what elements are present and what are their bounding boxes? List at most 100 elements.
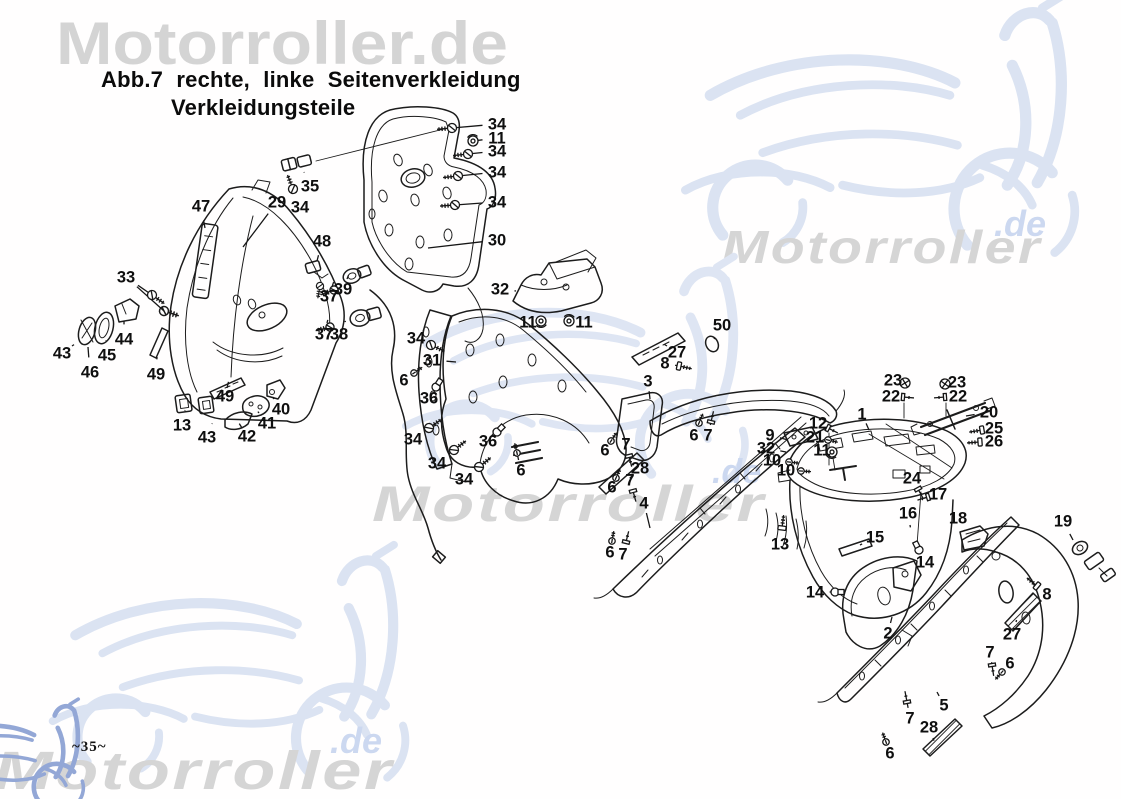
callout-label: 25 bbox=[985, 420, 1003, 438]
callout-label: 49 bbox=[147, 366, 165, 384]
callout-leader bbox=[446, 360, 457, 363]
part-plate-9 bbox=[783, 426, 819, 447]
callout-label: 23 bbox=[948, 374, 966, 392]
callout-label: 34 bbox=[291, 199, 310, 217]
callout-label: 27 bbox=[668, 344, 686, 362]
callout-label: 13 bbox=[173, 417, 191, 435]
callout-label: 27 bbox=[1003, 626, 1021, 644]
callout-leader bbox=[326, 319, 329, 324]
fastener-screw-icon bbox=[472, 453, 495, 474]
callout-label: 36 bbox=[479, 433, 497, 451]
callout-label: 6 bbox=[516, 462, 525, 480]
callout-label: 40 bbox=[272, 401, 290, 419]
part-48 bbox=[304, 260, 329, 300]
callout-label: 43 bbox=[53, 345, 71, 363]
callout-label: 17 bbox=[929, 486, 947, 504]
fastener-pin-icon bbox=[987, 662, 998, 678]
callout-leader bbox=[238, 423, 243, 429]
fastener-pin-icon bbox=[933, 392, 948, 402]
fastener-nut-icon bbox=[466, 133, 480, 148]
callout-label: 36 bbox=[420, 390, 438, 408]
callout-label: 34 bbox=[404, 431, 423, 449]
callout-label: 32 bbox=[491, 281, 509, 299]
part-lock-19 bbox=[1071, 540, 1116, 583]
fastener-screw-icon bbox=[447, 436, 470, 457]
callout-label: 16 bbox=[899, 505, 917, 523]
callout-leader bbox=[346, 275, 350, 280]
part-sill-4 bbox=[593, 416, 807, 599]
callout-label: 6 bbox=[399, 372, 408, 390]
callout-label: 1 bbox=[857, 406, 866, 424]
callout-leader bbox=[242, 213, 269, 248]
callout-label: 6 bbox=[885, 745, 894, 763]
callout-label: 46 bbox=[81, 364, 99, 382]
part-left-hardware bbox=[77, 298, 286, 431]
callout-leader bbox=[936, 691, 940, 697]
watermark-text-center: Motorroller bbox=[372, 476, 767, 532]
fastener-pin-icon bbox=[900, 392, 915, 403]
part-molding-3 bbox=[615, 389, 845, 462]
callout-label: 20 bbox=[980, 404, 998, 422]
callout-label: 34 bbox=[488, 143, 507, 161]
callout-label: 6 bbox=[1005, 655, 1014, 673]
callout-leader bbox=[344, 320, 347, 323]
callout-leader bbox=[779, 437, 789, 441]
callout-label: 21 bbox=[806, 429, 824, 447]
callout-leader bbox=[226, 381, 230, 389]
callout-leader bbox=[71, 344, 75, 347]
part-sticker-27-bottom bbox=[1004, 592, 1042, 632]
callout-label: 11 bbox=[519, 314, 536, 332]
callout-label: 11 bbox=[813, 442, 830, 460]
fastener-pin-icon bbox=[621, 529, 633, 545]
callout-label: 47 bbox=[192, 198, 210, 216]
part-bracket-32 bbox=[512, 249, 603, 314]
part-carrier-20 bbox=[903, 397, 996, 437]
callout-label: 6 bbox=[607, 479, 616, 497]
callout-label: 26 bbox=[985, 433, 1003, 451]
part-bracket-16 bbox=[892, 491, 922, 592]
fastener-clip-icon bbox=[796, 466, 812, 476]
fastener-pin-icon bbox=[628, 487, 640, 504]
callout-label: 22 bbox=[882, 388, 900, 406]
page-number: ~35~ bbox=[72, 739, 107, 755]
fastener-bolt-icon bbox=[966, 437, 983, 448]
callout-label: 35 bbox=[301, 178, 319, 196]
watermark-tld-topright: .de bbox=[994, 203, 1046, 244]
part-side-cover-2 bbox=[841, 556, 918, 650]
callout-label: 11 bbox=[488, 130, 505, 148]
figure-title-line1: Abb.7 rechte, linke Seitenverkleidung bbox=[101, 67, 521, 92]
callout-label: 10 bbox=[763, 452, 781, 470]
callout-label: 6 bbox=[605, 544, 614, 562]
callout-label: 24 bbox=[903, 470, 922, 488]
callout-leader bbox=[889, 616, 893, 624]
fastener-nut-icon bbox=[563, 313, 576, 327]
callout-label: 7 bbox=[703, 427, 712, 445]
part-storage-box bbox=[764, 418, 967, 619]
part-strip-15 bbox=[838, 538, 873, 557]
figure-title-line2: Verkleidungsteile bbox=[171, 94, 356, 120]
callout-label: 3 bbox=[643, 373, 652, 391]
callout-label: 34 bbox=[455, 471, 474, 489]
callout-label: 2 bbox=[883, 625, 892, 643]
callout-label: 4 bbox=[639, 495, 649, 513]
fastener-bolt-icon bbox=[967, 425, 986, 437]
callout-label: 7 bbox=[625, 472, 634, 490]
callout-label: 31 bbox=[423, 352, 441, 370]
callout-leader bbox=[1015, 619, 1018, 623]
callout-leader bbox=[859, 543, 863, 546]
fastener-screw-icon bbox=[439, 199, 461, 212]
callout-label: 7 bbox=[618, 546, 627, 564]
part-clamp bbox=[280, 126, 453, 172]
callout-label: 11 bbox=[575, 314, 592, 332]
callout-leader bbox=[648, 391, 651, 400]
callout-leader bbox=[87, 346, 90, 358]
callout-label: 8 bbox=[660, 355, 669, 373]
callout-label: 50 bbox=[713, 317, 731, 335]
part-ring-50 bbox=[704, 335, 720, 353]
watermark-tld-bottomleft: .de bbox=[330, 720, 382, 761]
callout-label: 28 bbox=[920, 719, 938, 737]
callout-leader bbox=[645, 512, 651, 529]
callout-label: 43 bbox=[198, 429, 216, 447]
